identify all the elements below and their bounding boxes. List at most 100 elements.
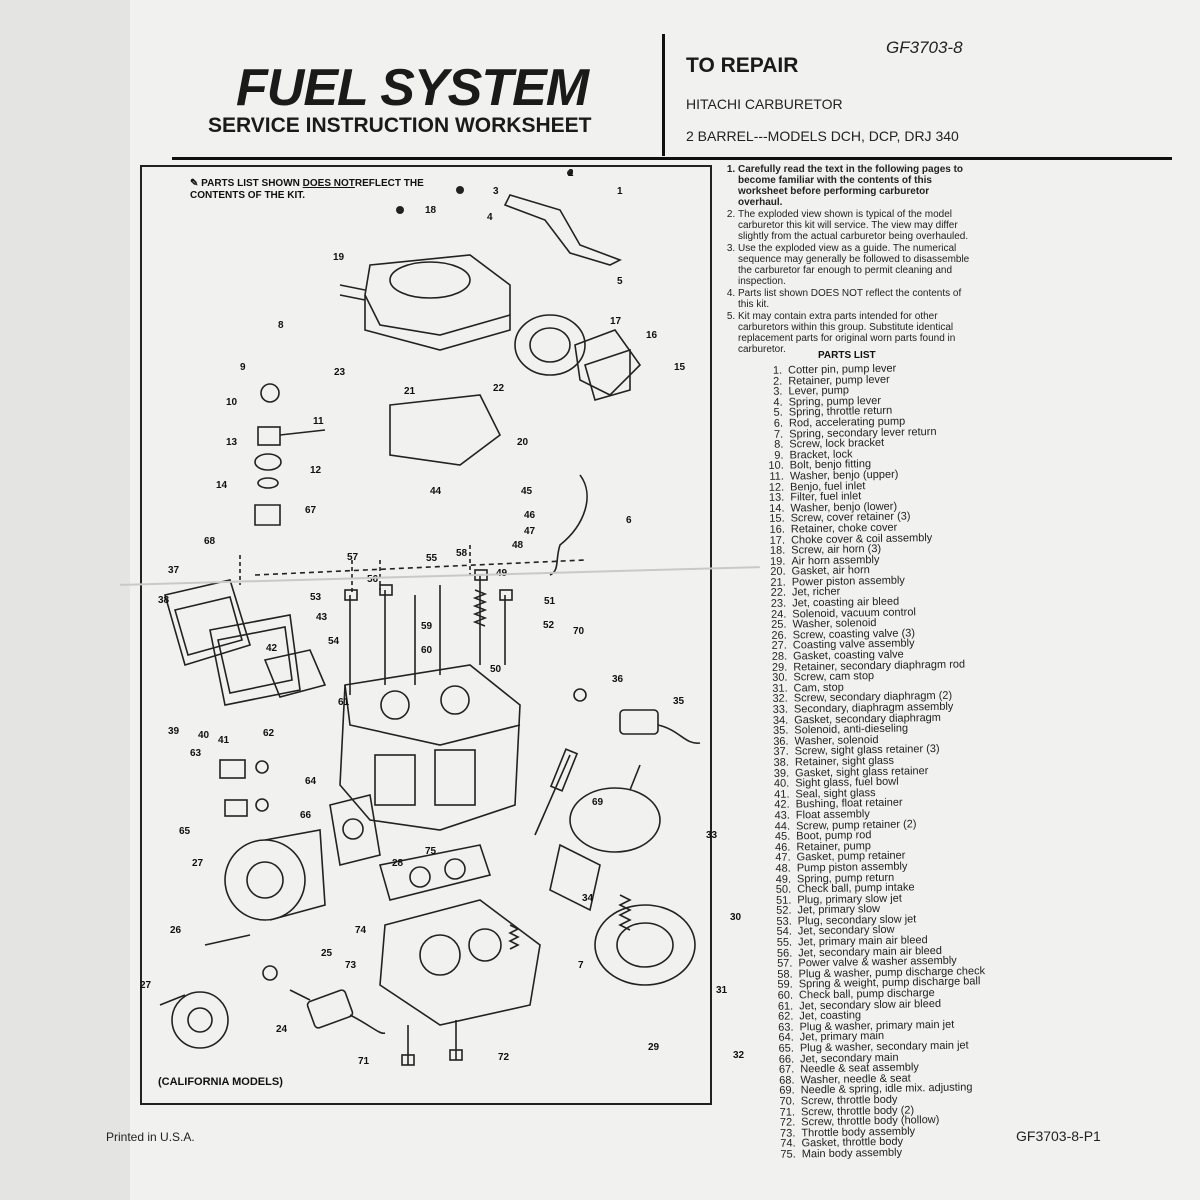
callout-36: 36	[612, 674, 624, 685]
page-code: GF3703-8-P1	[1016, 1128, 1101, 1144]
callout-52: 52	[543, 620, 555, 631]
callout-5: 5	[617, 276, 623, 287]
repair-carburetor-line: HITACHI CARBURETOR	[686, 96, 843, 112]
callout-42: 42	[266, 643, 278, 654]
repair-models-line: 2 BARREL---MODELS DCH, DCP, DRJ 340	[686, 128, 959, 144]
callout-47: 47	[524, 526, 536, 537]
callout-56: 56	[367, 574, 379, 585]
callout-54: 54	[328, 636, 340, 647]
callout-30: 30	[730, 912, 742, 923]
callout-27-california: 27	[140, 980, 152, 991]
throttle-body-shape	[379, 899, 541, 1026]
callout-51: 51	[544, 596, 556, 607]
callout-44: 44	[430, 486, 442, 497]
instruction-item: The exploded view shown is typical of th…	[738, 209, 972, 242]
callout-55: 55	[426, 553, 438, 564]
callout-69: 69	[592, 797, 604, 808]
callout-25: 25	[321, 948, 333, 959]
callout-16: 16	[646, 330, 658, 341]
callout-75: 75	[425, 846, 437, 857]
callout-35: 35	[673, 696, 685, 707]
callout-40: 40	[198, 730, 210, 741]
kit-note-suffix: REFLECT THE CONTENTS OF THE KIT.	[190, 178, 424, 201]
page-edge-shadow	[0, 0, 130, 1200]
part-description: Main body assembly	[801, 1146, 903, 1161]
callout-10: 10	[226, 397, 238, 408]
document-number: GF3703-8	[886, 38, 963, 57]
callout-62: 62	[263, 728, 275, 739]
callout-12: 12	[310, 465, 322, 476]
callout-43: 43	[316, 612, 328, 623]
callout-18: 18	[425, 205, 437, 216]
callout-39: 39	[168, 726, 180, 737]
callout-13: 13	[226, 437, 238, 448]
callout-19: 19	[333, 252, 345, 263]
page-title: FUEL SYSTEM	[236, 59, 589, 117]
callout-46: 46	[524, 510, 536, 521]
callout-45: 45	[521, 486, 533, 497]
callout-71: 71	[358, 1056, 370, 1067]
callout-70: 70	[573, 626, 585, 637]
callout-9: 9	[240, 362, 246, 373]
callout-72: 72	[498, 1052, 510, 1063]
parts-list-title: PARTS LIST	[818, 350, 876, 361]
callout-38: 38	[158, 595, 170, 606]
part-number: 75.	[780, 1148, 796, 1161]
california-models-label: (CALIFORNIA MODELS)	[158, 1076, 283, 1088]
callout-31: 31	[716, 985, 728, 996]
kit-note: ✎ PARTS LIST SHOWN DOES NOTREFLECT THE C…	[190, 178, 450, 202]
instruction-item: Carefully read the text in the following…	[738, 164, 972, 208]
instruction-item: Parts list shown DOES NOT reflect the co…	[738, 288, 972, 310]
callout-11: 11	[313, 416, 324, 427]
callout-67: 67	[305, 505, 317, 516]
callout-24: 24	[276, 1024, 288, 1035]
callout-74: 74	[355, 925, 367, 936]
callout-14: 14	[216, 480, 228, 491]
callout-58: 58	[456, 548, 468, 559]
callout-61: 61	[338, 697, 350, 708]
callout-53: 53	[310, 592, 322, 603]
callout-50: 50	[490, 664, 502, 675]
callout-60: 60	[421, 645, 433, 656]
callout-73: 73	[345, 960, 357, 971]
main-body-shape	[339, 664, 521, 831]
callout-4: 4	[487, 212, 493, 223]
page-subtitle: SERVICE INSTRUCTION WORKSHEET	[208, 114, 592, 137]
callout-15: 15	[674, 362, 686, 373]
callout-34: 34	[582, 893, 594, 904]
callout-3: 3	[493, 186, 499, 197]
callout-8: 8	[278, 320, 284, 331]
callout-2: 2	[568, 168, 574, 179]
callout-66: 66	[300, 810, 312, 821]
callout-64: 64	[305, 776, 317, 787]
callout-1: 1	[617, 186, 623, 197]
callout-17: 17	[610, 316, 622, 327]
callout-22: 22	[493, 383, 505, 394]
callout-7: 7	[578, 960, 584, 971]
callout-33: 33	[706, 830, 718, 841]
callout-68: 68	[204, 536, 216, 547]
callout-29: 29	[648, 1042, 660, 1053]
callout-28: 28	[392, 858, 404, 869]
callout-48: 48	[512, 540, 524, 551]
callout-20: 20	[517, 437, 529, 448]
callout-6: 6	[626, 515, 632, 526]
callout-26: 26	[170, 925, 182, 936]
air-horn-shape	[364, 254, 511, 336]
callout-65: 65	[179, 826, 191, 837]
callout-21: 21	[404, 386, 416, 397]
callout-41: 41	[218, 735, 230, 746]
callout-63: 63	[190, 748, 202, 759]
exploded-view-frame	[140, 165, 712, 1105]
printed-in-label: Printed in U.S.A.	[106, 1130, 195, 1144]
carburetor-exploded-drawing	[159, 170, 701, 1066]
callout-37: 37	[168, 565, 180, 576]
header-divider-vertical	[662, 34, 665, 156]
header-divider-horizontal	[172, 157, 1172, 160]
kit-note-emphasis: DOES NOT	[302, 178, 355, 189]
instruction-item: Kit may contain extra parts intended for…	[738, 311, 972, 355]
instruction-item: Use the exploded view as a guide. The nu…	[738, 243, 972, 287]
callout-59: 59	[421, 621, 433, 632]
